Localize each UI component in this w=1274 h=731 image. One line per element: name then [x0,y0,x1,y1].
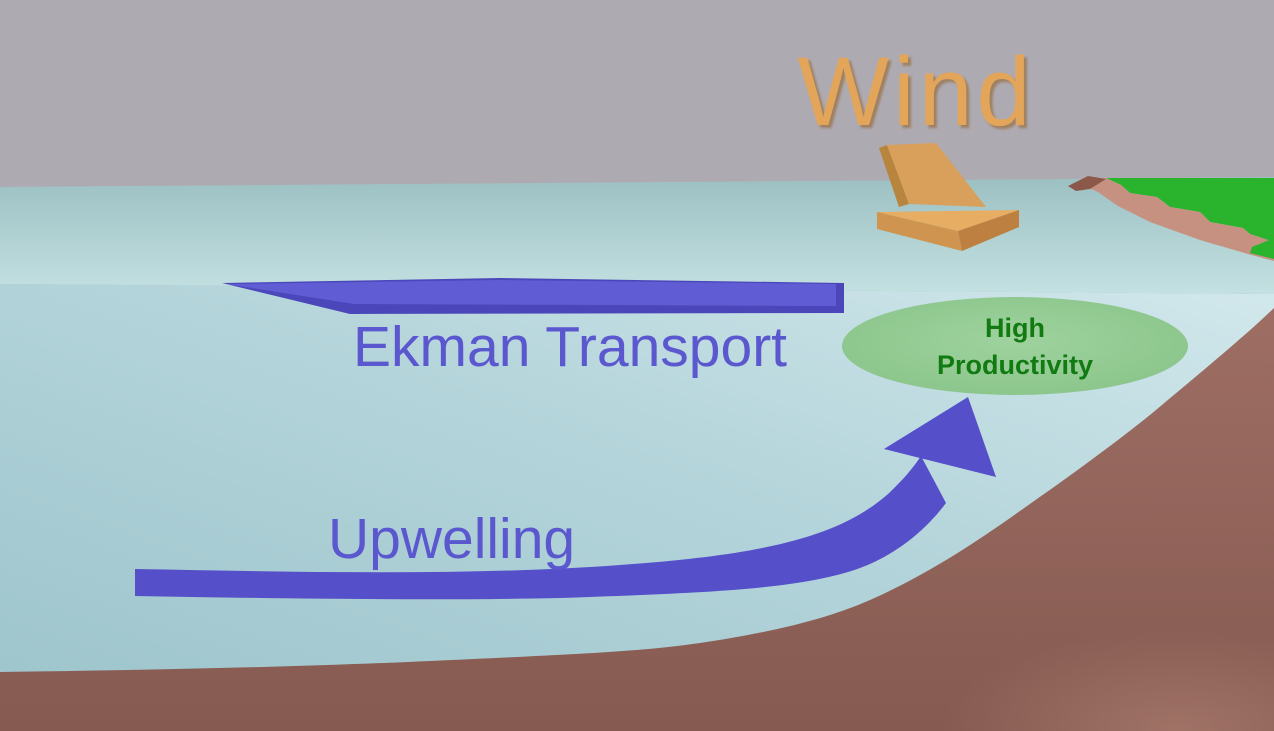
seafloor-slope [0,308,1274,731]
wind-arrow-plate-top [877,210,1019,231]
high-productivity-line2: Productivity [936,350,1094,380]
wind-arrow-shaft-bevel [879,145,909,207]
headland [1068,176,1106,191]
wind-arrow-plate-right [958,210,1019,251]
seafloor-highlight [940,630,1274,731]
ekman-arrow [226,280,836,306]
high-productivity-label: High Productivity [842,303,1188,391]
high-productivity-line1: High [985,312,1045,343]
upwelling-arrow [135,456,946,600]
green-shore-patch [1250,238,1274,259]
ocean-surface [0,177,1274,294]
wind-arrow-shaft [887,143,986,207]
productivity-ellipse [842,297,1188,395]
wind-arrow-plate-left [877,212,962,251]
beach-strip [1085,178,1274,261]
upwelling-arrowhead [884,397,996,477]
